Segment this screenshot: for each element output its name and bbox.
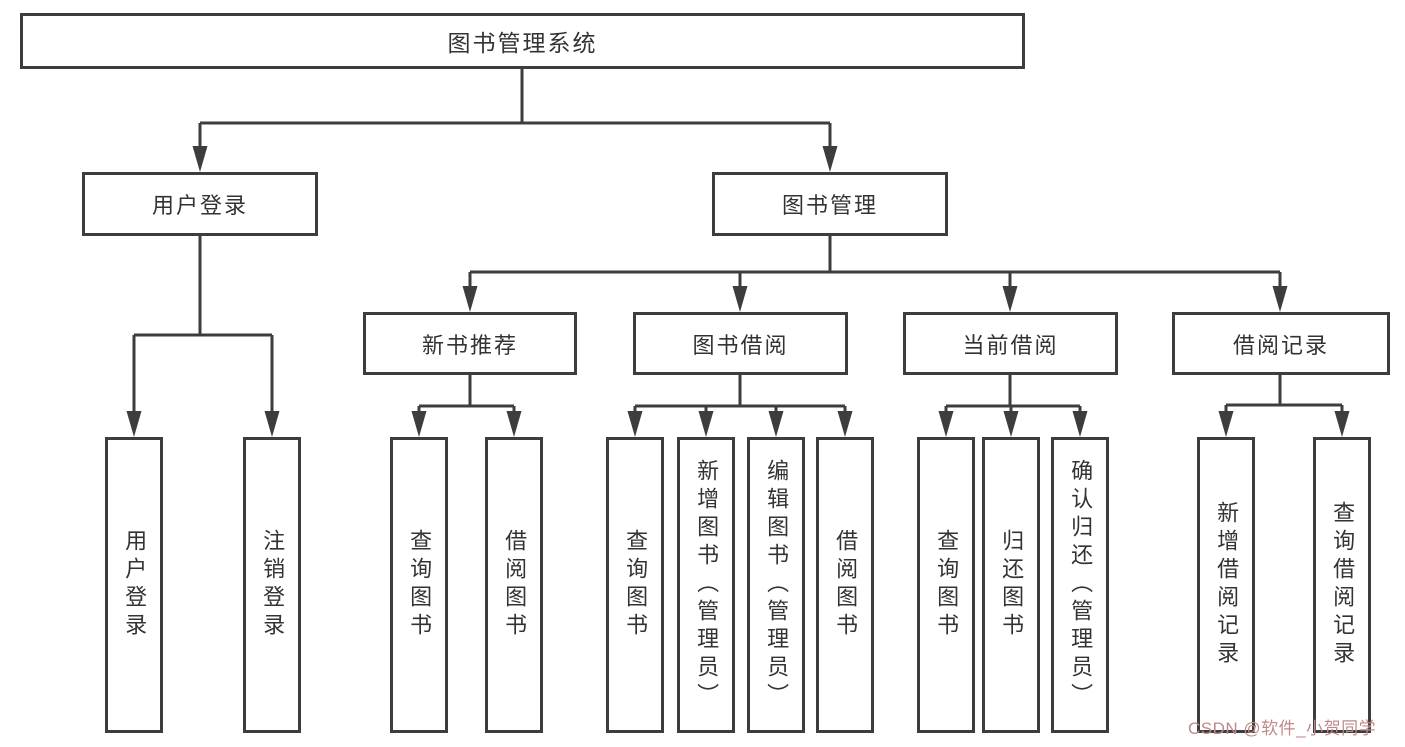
arrowhead — [837, 411, 853, 437]
leaf-label: 新增借阅记录 — [1214, 501, 1240, 669]
arrowhead — [1003, 411, 1019, 437]
arrowhead — [938, 411, 954, 437]
arrowhead — [1218, 411, 1234, 437]
leaf-confirm-return-admin: 确认归还（管理员） — [1051, 437, 1109, 733]
leaf-edit-books-admin: 编辑图书（管理员） — [747, 437, 805, 733]
leaf-label: 用户登录 — [122, 529, 148, 641]
arrowhead — [627, 411, 643, 437]
node-book-borrowing: 图书借阅 — [633, 312, 848, 375]
leaf-query-books-current: 查询图书 — [917, 437, 975, 733]
leaf-add-borrow-record: 新增借阅记录 — [1197, 437, 1255, 733]
node-new-book-recommendation: 新书推荐 — [363, 312, 577, 375]
connector-borrow-records — [1224, 375, 1344, 418]
arrowhead — [768, 411, 784, 437]
leaf-query-books-recommend: 查询图书 — [390, 437, 448, 733]
leaf-label: 查询借阅记录 — [1330, 501, 1356, 669]
node-library-management-system: 图书管理系统 — [20, 13, 1025, 69]
arrowhead — [506, 411, 522, 437]
node-user-login: 用户登录 — [82, 172, 318, 236]
connector-book-management — [468, 236, 1282, 292]
leaf-label: 注销登录 — [260, 529, 286, 641]
arrowhead — [698, 411, 714, 437]
arrowhead — [264, 411, 280, 437]
connector-new-book — [417, 375, 516, 418]
arrowhead — [462, 286, 478, 312]
arrowhead — [192, 146, 208, 172]
arrowhead — [732, 286, 748, 312]
connector-root — [200, 69, 832, 152]
leaf-query-borrow-record: 查询借阅记录 — [1313, 437, 1371, 733]
arrowhead — [126, 411, 142, 437]
arrowhead — [822, 146, 838, 172]
csdn-watermark: CSDN @软件_小贺同学 — [1188, 719, 1377, 738]
leaf-label: 查询图书 — [623, 529, 649, 641]
node-book-management: 图书管理 — [712, 172, 948, 236]
arrowhead — [411, 411, 427, 437]
connector-book-borrow — [633, 375, 847, 418]
leaf-borrow-books-recommend: 借阅图书 — [485, 437, 543, 733]
arrowhead — [1334, 411, 1350, 437]
leaf-label: 查询图书 — [407, 529, 433, 641]
leaf-return-books: 归还图书 — [982, 437, 1040, 733]
leaf-logout: 注销登录 — [243, 437, 301, 733]
leaf-label: 查询图书 — [934, 529, 960, 641]
leaf-label: 归还图书 — [999, 529, 1025, 641]
leaf-borrow-books: 借阅图书 — [816, 437, 874, 733]
leaf-query-books-borrow: 查询图书 — [606, 437, 664, 733]
connector-user-login — [132, 236, 274, 418]
arrowhead — [1072, 411, 1088, 437]
node-current-borrowing: 当前借阅 — [903, 312, 1118, 375]
leaf-add-books-admin: 新增图书（管理员） — [677, 437, 735, 733]
arrowhead — [1272, 286, 1288, 312]
leaf-label: 借阅图书 — [502, 529, 528, 641]
leaf-label: 新增图书（管理员） — [694, 459, 720, 711]
leaf-label: 确认归还（管理员） — [1068, 459, 1094, 711]
node-borrowing-records: 借阅记录 — [1172, 312, 1390, 375]
leaf-user-login: 用户登录 — [105, 437, 163, 733]
connector-current-borrow — [944, 375, 1082, 418]
arrowhead — [1002, 286, 1018, 312]
leaf-label: 借阅图书 — [833, 529, 859, 641]
leaf-label: 编辑图书（管理员） — [764, 459, 790, 711]
